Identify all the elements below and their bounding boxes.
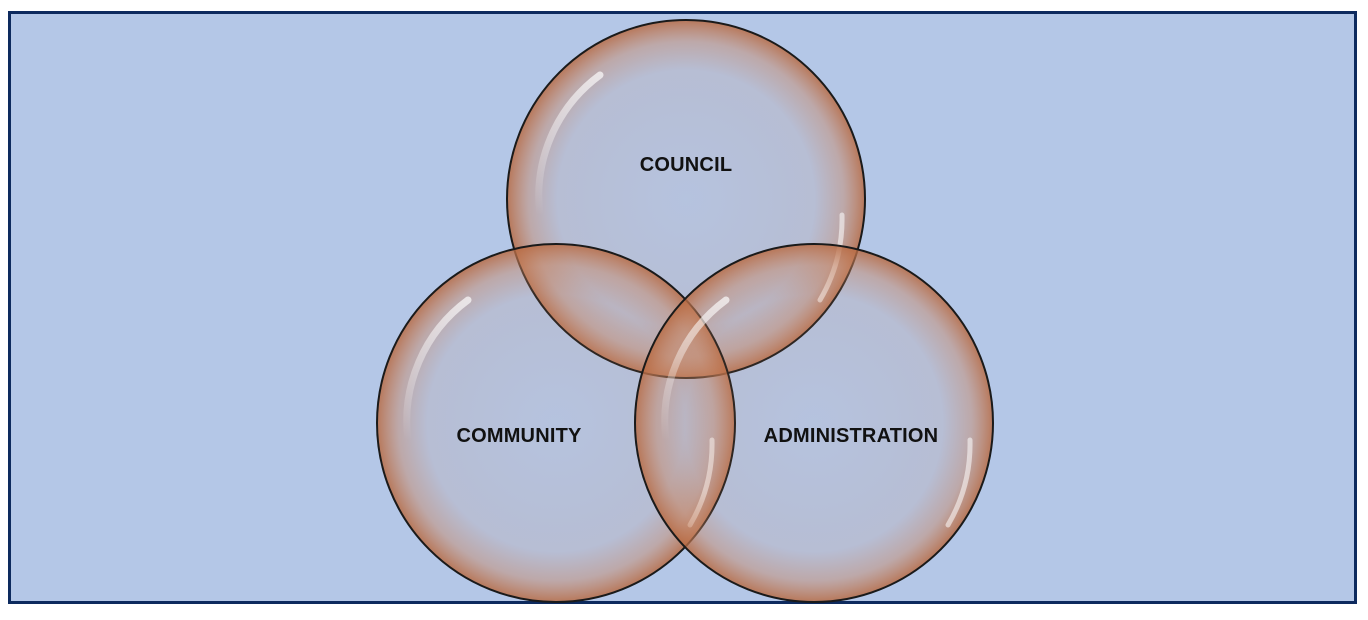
venn-label-administration: ADMINISTRATION (764, 425, 939, 447)
venn-label-council: COUNCIL (640, 154, 733, 176)
venn-circle-administration (634, 243, 994, 603)
venn-label-community: COMMUNITY (456, 425, 582, 447)
